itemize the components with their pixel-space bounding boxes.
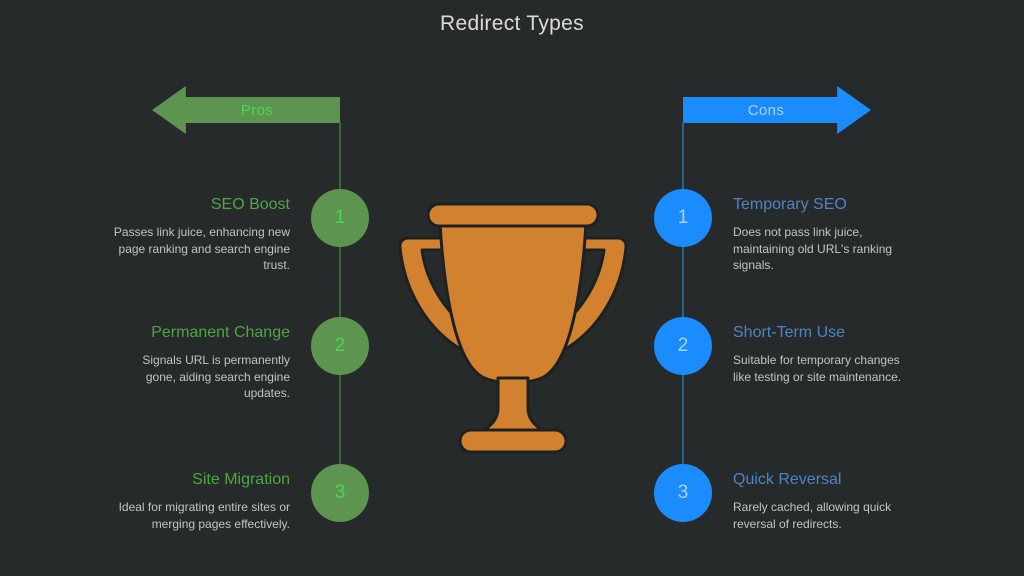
- pros-step-marker-1: 1: [311, 189, 369, 247]
- pros-item-1-heading: SEO Boost: [210, 196, 290, 213]
- cons-banner: Cons: [683, 86, 871, 134]
- cons-item-3: Quick Reversal Rarely cached, allowing q…: [733, 470, 913, 532]
- trophy-icon: [398, 196, 628, 458]
- pros-banner: Pros: [152, 86, 340, 134]
- pros-item-1: SEO Boost Passes link juice, enhancing n…: [110, 195, 290, 274]
- pros-item-3-heading: Site Migration: [192, 471, 290, 488]
- pros-item-1-body: Passes link juice, enhancing new page ra…: [113, 225, 290, 272]
- cons-item-3-heading: Quick Reversal: [733, 471, 842, 488]
- cons-item-1-heading: Temporary SEO: [733, 196, 847, 213]
- cons-item-1-body: Does not pass link juice, maintaining ol…: [733, 225, 893, 272]
- cons-step-marker-1: 1: [654, 189, 712, 247]
- pros-step-number-2: 2: [334, 335, 346, 356]
- pros-item-2-heading: Permanent Change: [151, 324, 290, 341]
- pros-item-3: Site Migration Ideal for migrating entir…: [110, 470, 290, 532]
- cons-step-number-2: 2: [677, 335, 689, 356]
- cons-item-3-body: Rarely cached, allowing quick reversal o…: [733, 500, 892, 531]
- left-arrow-icon: [152, 86, 340, 134]
- cons-item-1: Temporary SEO Does not pass link juice, …: [733, 195, 913, 274]
- pros-step-marker-3: 3: [311, 464, 369, 522]
- cons-item-2: Short-Term Use Suitable for temporary ch…: [733, 323, 913, 385]
- pros-step-number-3: 3: [334, 482, 346, 503]
- page-title: Redirect Types: [440, 12, 584, 35]
- cons-step-number-3: 3: [677, 482, 689, 503]
- pros-step-marker-2: 2: [311, 317, 369, 375]
- cons-item-2-heading: Short-Term Use: [733, 324, 846, 341]
- right-arrow-icon: [683, 86, 871, 134]
- pros-step-number-1: 1: [334, 207, 346, 228]
- cons-step-marker-3: 3: [654, 464, 712, 522]
- pros-item-2-body: Signals URL is permanently gone, aiding …: [142, 353, 290, 400]
- cons-step-marker-2: 2: [654, 317, 712, 375]
- cons-step-number-1: 1: [677, 207, 689, 228]
- pros-item-2: Permanent Change Signals URL is permanen…: [110, 323, 290, 402]
- pros-item-3-body: Ideal for migrating entire sites or merg…: [118, 500, 290, 531]
- cons-item-2-body: Suitable for temporary changes like test…: [733, 353, 902, 384]
